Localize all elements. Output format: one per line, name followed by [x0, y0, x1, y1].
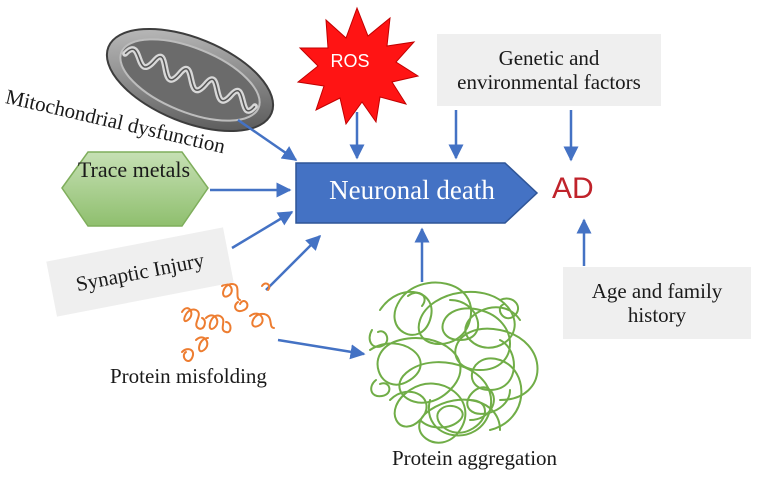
ad-label: AD	[552, 172, 594, 205]
trace-metals-hexagon	[61, 151, 209, 227]
genetic-environmental-label: Genetic and environmental factors	[457, 45, 641, 94]
genetic-environmental-box: Genetic and environmental factors	[437, 34, 661, 106]
arrow-misfold-to-death	[265, 234, 322, 291]
neuronal-death-label: Neuronal death	[329, 175, 495, 205]
arrow-mito-to-death	[237, 118, 298, 162]
mitochondrion-icon	[105, 27, 275, 133]
ros-label: ROS	[330, 51, 370, 71]
neuronal-death-box	[295, 162, 539, 224]
protein-aggregation-label: Protein aggregation	[392, 446, 558, 470]
trace-metals-label: Trace metals	[77, 157, 191, 182]
synaptic-injury-label: Synaptic Injury	[73, 247, 207, 297]
ros-star	[296, 6, 420, 126]
misfolded-protein-squiggle	[181, 282, 275, 362]
protein-misfolding-label: Protein misfolding	[110, 364, 267, 388]
arrows	[210, 110, 592, 360]
arrow-synaptic-to-death	[231, 210, 294, 250]
arrow-misfold-to-aggregation	[277, 338, 366, 360]
protein-aggregate-tangle	[368, 281, 539, 444]
age-family-history-label: Age and family history	[591, 278, 723, 327]
age-family-history-box: Age and family history	[563, 267, 751, 339]
